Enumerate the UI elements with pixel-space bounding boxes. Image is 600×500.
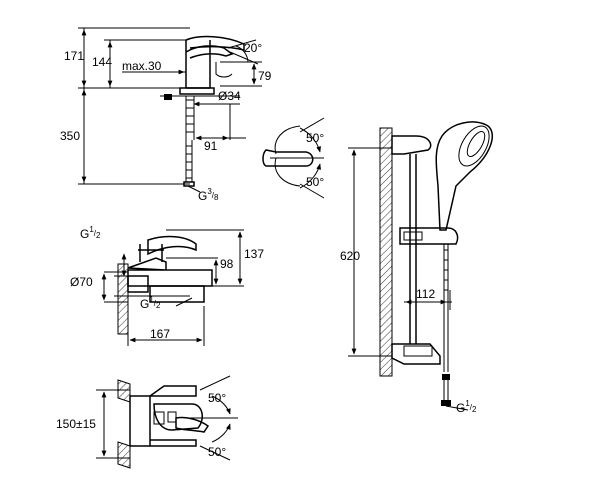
top-view-angle-bottom: 50°: [306, 175, 324, 189]
bath-mixer-wall: [117, 263, 129, 335]
bath-mixer-body: [127, 257, 213, 287]
shower-rail-drawing: [348, 121, 493, 411]
dim-label-diameter-34: Ø34: [218, 89, 241, 103]
shower-mixer-angle-top: 50°: [208, 391, 226, 405]
dim-label-150-15: 150±15: [56, 417, 96, 431]
shower-rail-wall: [379, 127, 393, 377]
dim-label-620: 620: [340, 249, 360, 263]
dim-label-91: 91: [204, 139, 218, 153]
dim-label-350: 350: [60, 129, 80, 143]
dim-label-79: 79: [258, 69, 272, 83]
dim-label-137: 137: [244, 247, 264, 261]
lever-top-view: [262, 117, 325, 199]
dim-label-167: 167: [150, 327, 170, 341]
shower-mixer-drawing: [96, 375, 238, 469]
basin-faucet-body: [185, 40, 234, 89]
basin-mixer-drawing: [78, 27, 262, 193]
dim-label-144: 144: [92, 55, 112, 69]
basin-lever: [185, 35, 245, 51]
shower-mixer-body: [129, 385, 197, 447]
rail-slider: [399, 227, 459, 245]
rail-bottom-bracket: [391, 343, 441, 365]
dim-label-98: 98: [220, 257, 234, 271]
dim-label-diameter-70: Ø70: [70, 275, 93, 289]
rail-connection-label: G1/2: [456, 399, 477, 415]
shower-rail-bar: [409, 154, 417, 344]
top-view-lever-handle: [262, 149, 314, 167]
bath-conn-top-label: G1/2: [80, 225, 101, 241]
dim-label-angle-20: 20°: [244, 41, 262, 55]
hand-shower: [435, 121, 493, 231]
bath-mixer-drawing: [101, 229, 244, 346]
top-view-angle-top: 50°: [306, 131, 324, 145]
dim-label-112: 112: [416, 287, 435, 301]
bath-conn-bottom-label: G1/2: [140, 295, 161, 311]
basin-connection-label: G3/8: [198, 187, 219, 203]
rail-top-bracket: [391, 135, 432, 155]
dim-label-max30: max.30: [122, 59, 162, 73]
dim-label-171: 171: [64, 49, 84, 63]
shower-mixer-angle-bottom: 50°: [208, 445, 226, 459]
